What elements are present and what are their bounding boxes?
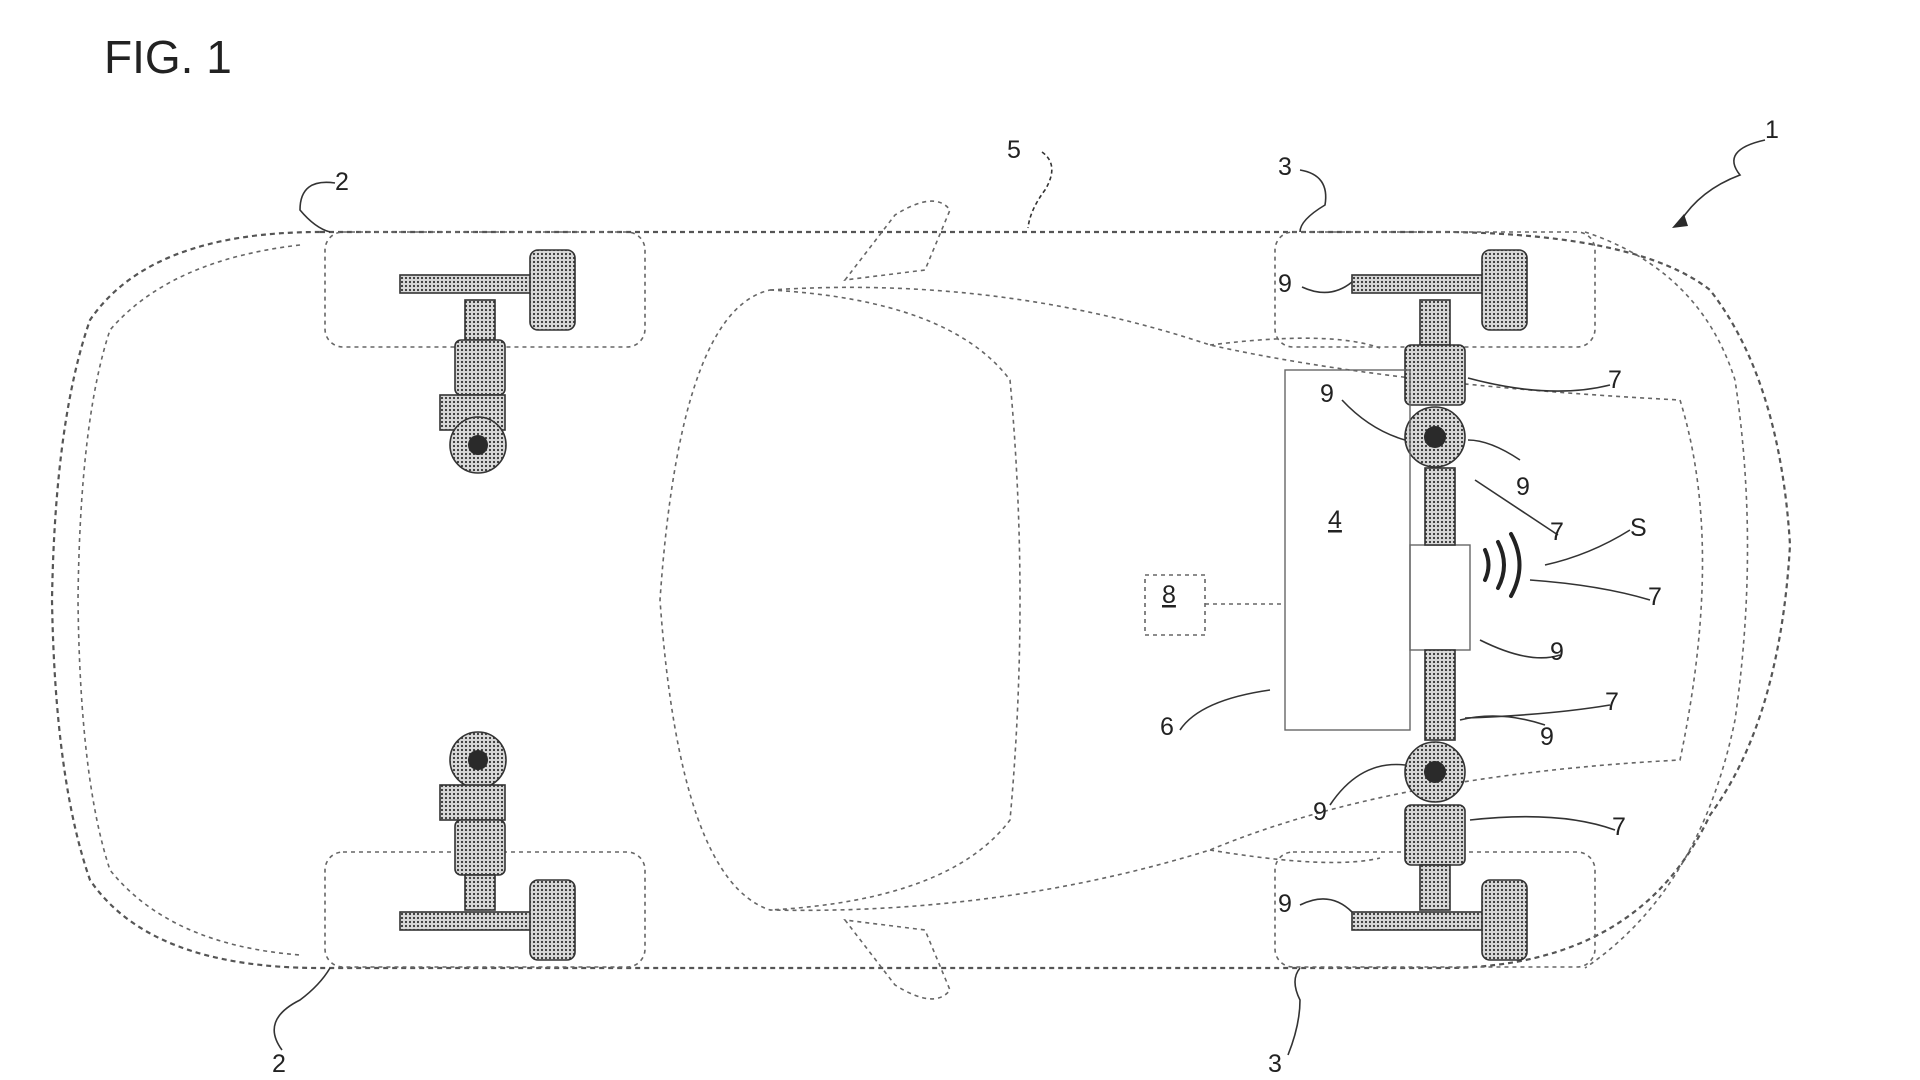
rear-window-line — [1209, 337, 1381, 864]
label-7-b: 7 — [1550, 518, 1564, 546]
label-7-a: 7 — [1608, 366, 1622, 394]
leader-2-bottom — [273, 967, 331, 1051]
leader-9-b — [1341, 399, 1406, 441]
mirror-top — [843, 200, 951, 282]
leader-7-b — [1474, 479, 1559, 536]
leader-6 — [1179, 689, 1271, 731]
label-9-d: 9 — [1550, 638, 1564, 666]
windshield — [769, 289, 1021, 911]
shaft-upper — [1424, 467, 1456, 546]
signal-waves — [1483, 532, 1522, 598]
leader-9-a — [1301, 281, 1353, 294]
leader-5 — [1027, 151, 1053, 229]
rear-wheel-bottom — [324, 851, 646, 968]
label-9-c: 9 — [1516, 473, 1530, 501]
controller-8-box — [1144, 574, 1206, 636]
label-9-f: 9 — [1313, 798, 1327, 826]
leader-3-bottom — [1287, 967, 1301, 1056]
leader-1 — [1679, 139, 1766, 223]
label-3-top: 3 — [1278, 153, 1292, 181]
actuator-body — [1409, 544, 1471, 651]
label-3-bottom: 3 — [1268, 1050, 1282, 1078]
label-9-g: 9 — [1278, 890, 1292, 918]
label-1: 1 — [1765, 116, 1779, 144]
leader-9-f — [1329, 763, 1406, 806]
unit-4-box — [1284, 369, 1411, 731]
leader-2-top — [299, 181, 336, 233]
label-S: S — [1630, 514, 1647, 542]
label-8: 8 — [1162, 581, 1176, 609]
leader-1-arrow — [1672, 214, 1688, 228]
rear-top-wheel-assembly — [399, 249, 576, 474]
leader-7-d — [1464, 704, 1611, 719]
leader-9-c — [1467, 439, 1521, 461]
front-top-wheel-assembly — [1351, 249, 1528, 468]
leader-7-e — [1469, 815, 1616, 831]
label-2-top: 2 — [335, 168, 349, 196]
label-7-c: 7 — [1648, 583, 1662, 611]
label-7-e: 7 — [1612, 813, 1626, 841]
leader-9-d — [1479, 639, 1561, 659]
car-body-inner-line — [77, 244, 301, 956]
label-2-bottom: 2 — [272, 1050, 286, 1078]
leader-S — [1544, 529, 1631, 566]
figure-title: FIG. 1 — [104, 31, 232, 83]
label-4: 4 — [1328, 506, 1342, 534]
leader-7-a — [1467, 377, 1611, 392]
label-9-a: 9 — [1278, 270, 1292, 298]
leader-9-e — [1459, 715, 1546, 726]
label-7-d: 7 — [1605, 688, 1619, 716]
rear-bottom-wheel-assembly — [399, 731, 576, 961]
front-wheel-bottom — [1274, 851, 1596, 968]
car-body-outline — [50, 230, 1792, 970]
leader-9-g — [1299, 898, 1353, 913]
shaft-lower — [1424, 649, 1456, 741]
leader-3-top — [1299, 169, 1327, 233]
label-9-b: 9 — [1320, 380, 1334, 408]
label-9-e: 9 — [1540, 723, 1554, 751]
label-6: 6 — [1160, 713, 1174, 741]
front-bottom-wheel-assembly — [1351, 741, 1528, 961]
leader-7-c — [1529, 579, 1651, 601]
car-front-line — [1584, 231, 1749, 969]
mirror-bottom — [843, 918, 951, 1000]
label-5: 5 — [1007, 136, 1021, 164]
